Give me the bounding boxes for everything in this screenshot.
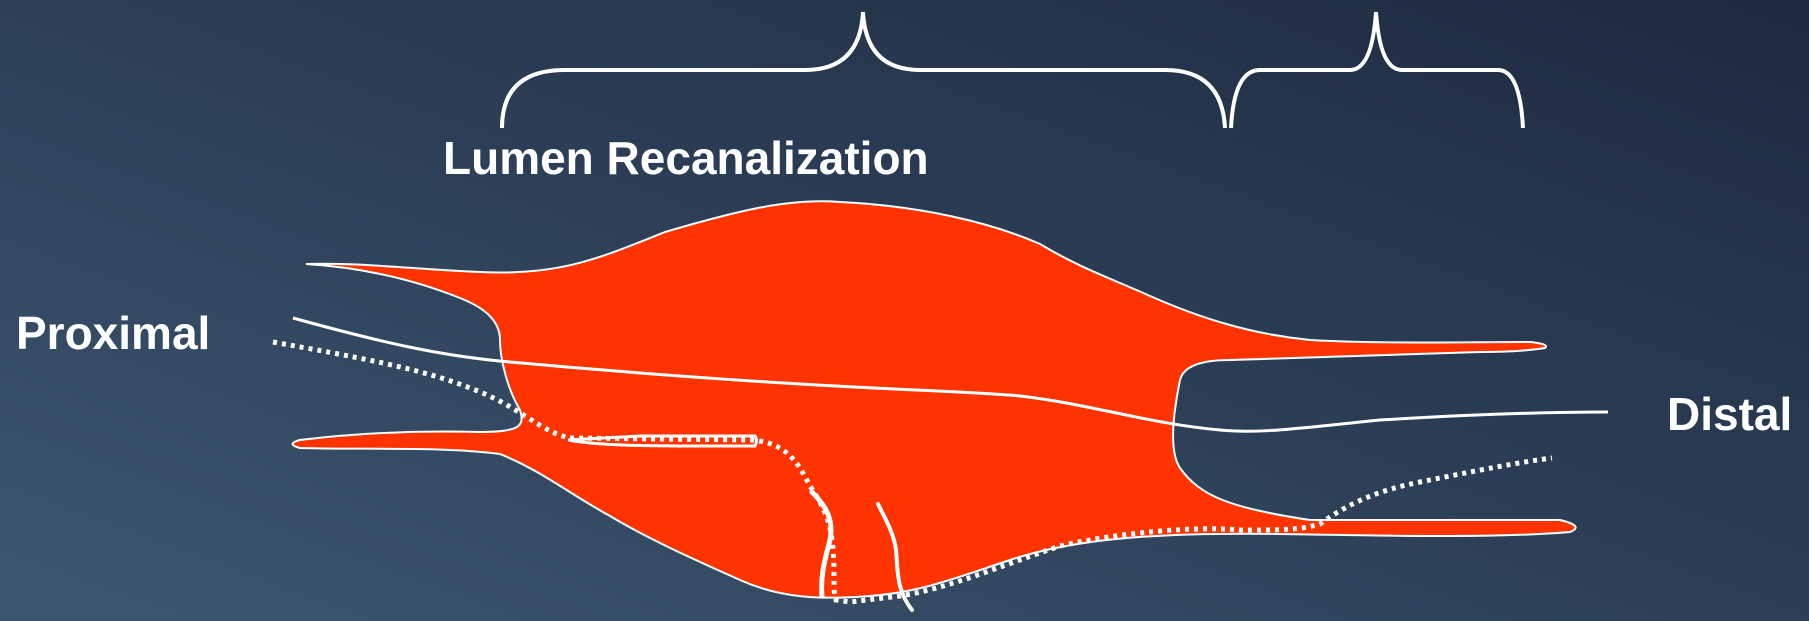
bracket-lumen-recanalization — [502, 12, 1225, 128]
label-lumen-recanalization: Lumen Recanalization — [443, 135, 929, 181]
label-distal: Distal — [1667, 391, 1792, 437]
label-proximal: Proximal — [16, 310, 210, 356]
bracket-distal-segment — [1231, 12, 1523, 128]
occlusion-body — [293, 201, 1576, 597]
